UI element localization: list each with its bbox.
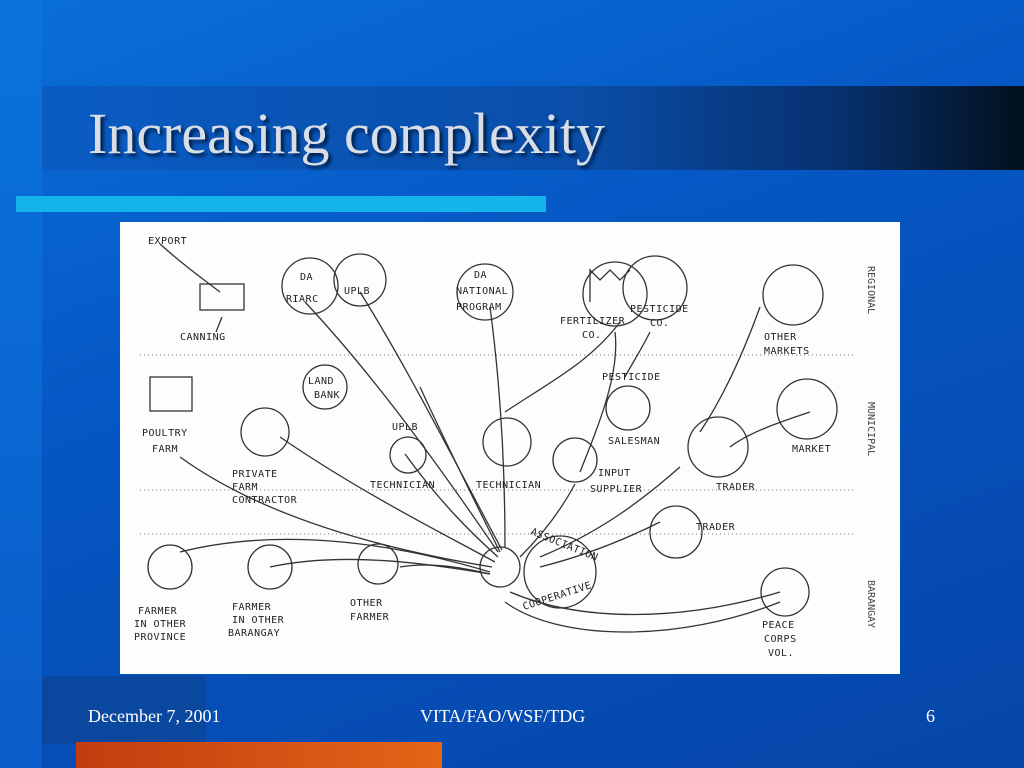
label-fertilizer-1: FERTILIZER [560,316,626,327]
label-trader-2: TRADER [696,522,736,533]
label-poultry-2: FARM [152,444,178,455]
other-markets-circle [762,264,824,326]
level-barangay-label: BARANGAY [865,580,876,628]
label-trader-1: TRADER [716,482,756,493]
label-da-national-3: PROGRAM [456,302,502,313]
input-supplier-circle [552,437,598,483]
label-uplb-top: UPLB [344,286,370,297]
label-da-riarc-1: DA [300,272,313,283]
farmer-province-circle [147,544,193,590]
level-regional-label: REGIONAL [865,266,876,314]
center-farmer-circle [479,546,521,588]
network-diagram: REGIONAL MUNICIPAL BARANGAY [134,236,876,659]
footer-center: VITA/FAO/WSF/TDG [420,706,586,726]
label-farmer-province-3: PROVINCE [134,632,186,643]
label-contractor-2: FARM [232,482,258,493]
label-export: EXPORT [148,236,187,247]
label-other-farmer-1: OTHER [350,598,383,609]
label-farmer-province-2: IN OTHER [134,619,187,630]
footer-date: December 7, 2001 [88,706,221,726]
title-bar [42,86,1024,170]
association-circle [523,535,597,609]
label-other-farmer-2: FARMER [350,612,390,623]
label-pesticide-co-1: PESTICIDE [630,304,689,315]
canning-factory-icon [199,283,245,311]
pesticide-co-circle [622,255,688,321]
label-pesticide-salesman-2: SALESMAN [608,436,660,447]
technician-circle [482,417,532,467]
level-municipal-label: MUNICIPAL [865,402,876,456]
label-uplb-tech-1: UPLB [392,422,418,433]
other-farmer-circle [357,543,399,585]
label-input-supplier-2: SUPPLIER [590,484,643,495]
label-fertilizer-2: CO. [582,330,602,341]
diagram-figure: REGIONAL MUNICIPAL BARANGAY [120,222,900,674]
trader2-circle [649,505,703,559]
label-da-riarc-2: RIARC [286,294,319,305]
land-bank-circle [302,364,348,410]
footer-block [42,676,206,744]
label-market: MARKET [792,444,831,455]
slide-number: 6 [926,706,935,726]
label-association: ASSOCIATION [529,527,600,564]
da-riarc-circle [281,257,339,315]
farmer-barangay-circle [247,544,293,590]
fertilizer-circle [582,261,648,327]
left-band [0,0,42,768]
private-contractor-circle [240,407,290,457]
market-circle [776,378,838,440]
label-farmer-barangay-2: IN OTHER [232,615,285,626]
poultry-farm-icon [149,376,193,412]
label-other-markets-2: MARKETS [764,346,810,357]
label-input-supplier-1: INPUT [598,468,631,479]
peace-corps-circle [760,567,810,617]
label-peace-corps-1: PEACE [762,620,795,631]
da-national-circle [456,263,514,321]
label-da-national-1: DA [474,270,487,281]
label-other-markets-1: OTHER [764,332,797,343]
label-pesticide-co-2: CO. [650,318,670,329]
footer-orange-bar [76,742,442,768]
label-canning: CANNING [180,332,226,343]
label-contractor-1: PRIVATE [232,469,278,480]
label-land-bank-2: BANK [314,390,340,401]
factory-icon [589,268,631,302]
pesticide-salesman-circle [605,385,651,431]
label-pesticide-salesman-1: PESTICIDE [602,372,661,383]
slide-title: Increasing complexity [88,101,605,166]
uplb-circle [333,253,387,307]
uplb-technician-circle [389,436,427,474]
label-technician: TECHNICIAN [476,480,541,491]
label-peace-corps-2: CORPS [764,634,797,645]
label-da-national-2: NATIONAL [456,286,508,297]
label-poultry-1: POULTRY [142,428,188,439]
label-farmer-province-1: FARMER [138,606,178,617]
label-farmer-barangay-3: BARANGAY [228,628,280,639]
label-uplb-tech-2: TECHNICIAN [370,480,435,491]
accent-line [16,196,546,212]
connection-lines [159,243,811,633]
trader-circle [687,416,749,478]
label-farmer-barangay-1: FARMER [232,602,272,613]
label-contractor-3: CONTRACTOR [232,495,298,506]
label-peace-corps-3: VOL. [768,648,794,659]
label-land-bank-1: LAND [308,376,334,387]
